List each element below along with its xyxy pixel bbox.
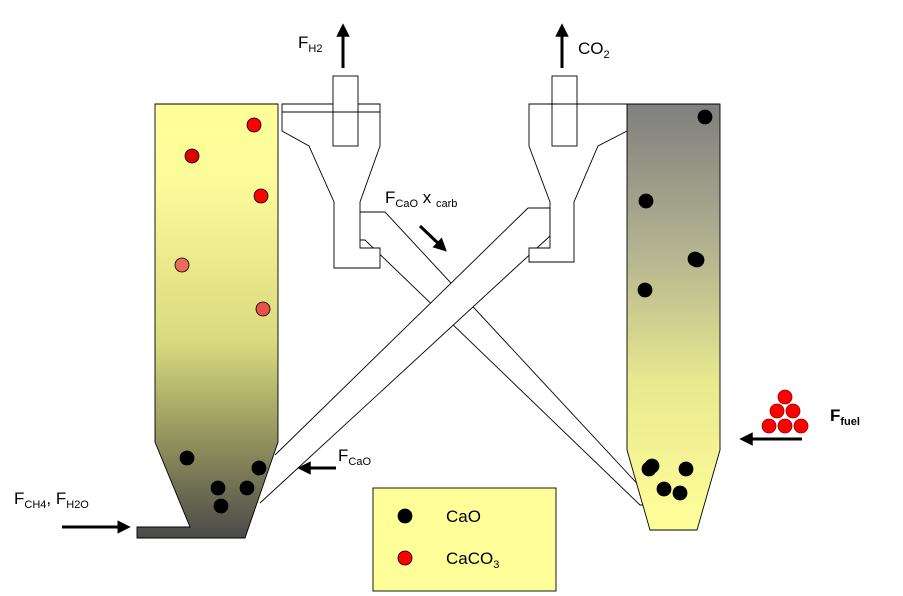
legend-caco3-label: CaCO3 xyxy=(446,549,499,571)
cao-particle xyxy=(689,252,705,268)
legend-cao-marker xyxy=(397,508,413,524)
legend: CaO CaCO3 xyxy=(372,487,557,592)
label-f-h2: FH2 xyxy=(298,33,322,55)
cao-particle xyxy=(251,460,267,476)
cao-particle xyxy=(637,282,653,298)
cao-particle xyxy=(656,481,672,497)
legend-box xyxy=(372,487,557,592)
label-f-fuel: Ffuel xyxy=(830,406,860,428)
caco3-particle xyxy=(253,188,269,204)
caco3-particle xyxy=(255,301,271,317)
legend-cao-label: CaO xyxy=(446,507,481,526)
calciner-vessel xyxy=(626,103,721,531)
label-f-ch4-f-h2o: FCH4, FH2O xyxy=(14,489,89,511)
legend-caco3-marker xyxy=(397,550,413,566)
cyclone-left xyxy=(281,75,381,269)
fuel-caco3-pile-icon xyxy=(761,389,809,434)
cao-particle xyxy=(644,458,660,474)
caco3-particle xyxy=(184,148,200,164)
carbonator-vessel xyxy=(136,103,279,539)
cao-particle xyxy=(210,480,226,496)
cao-particle xyxy=(672,485,688,501)
cao-particle xyxy=(697,109,713,125)
cao-particle xyxy=(638,193,654,209)
calciner-particles xyxy=(637,109,713,501)
caco3-particle xyxy=(174,257,190,273)
label-f-cao-x-carb: FCaO x carb xyxy=(385,188,457,210)
arrow-down-fcao-xcarb xyxy=(418,224,447,252)
cao-particle xyxy=(213,498,229,514)
cao-particle xyxy=(239,480,255,496)
cao-particle xyxy=(678,461,694,477)
cao-particle xyxy=(179,450,195,466)
cyclone-right xyxy=(528,75,628,263)
flow-arrows xyxy=(62,23,802,534)
label-co2: CO2 xyxy=(578,39,610,61)
caco3-particle xyxy=(246,117,262,133)
carbonator-particles xyxy=(174,117,271,514)
label-f-cao: FCaO xyxy=(338,446,371,468)
